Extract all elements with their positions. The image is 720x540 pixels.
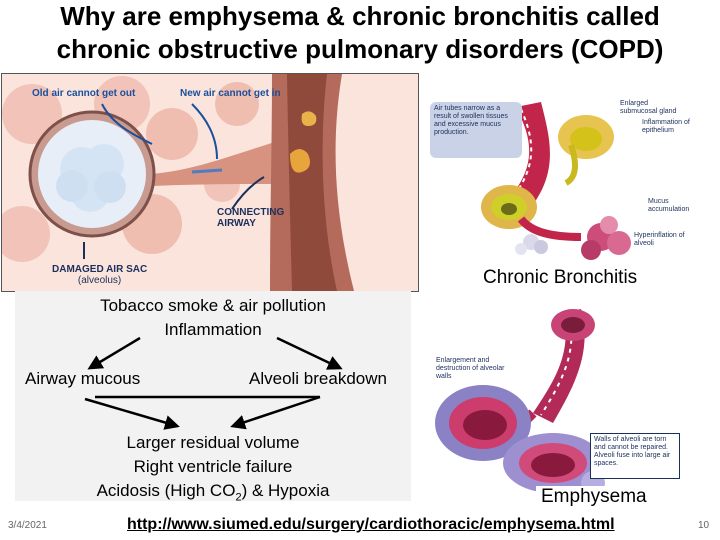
arrow-mucous-to-volume — [84, 397, 180, 430]
label-damaged-air-sac: DAMAGED AIR SAC (alveolus) — [52, 264, 147, 286]
diagram-inflammation: Inflammation — [164, 320, 262, 339]
title-line-2: chronic obstructive pulmonary disorders … — [56, 34, 664, 64]
title-line-1: Why are emphysema & chronic bronchitis c… — [60, 1, 660, 31]
slide-title: Why are emphysema & chronic bronchitis c… — [0, 0, 720, 66]
emphysema-illustration — [423, 303, 688, 503]
ann-submucosal-gland: Enlarged submucosal gland — [620, 100, 677, 115]
label-damaged: DAMAGED AIR SAC — [52, 264, 148, 275]
emphysema-note: Walls of alveoli are torn and cannot be … — [590, 433, 680, 479]
bronchitis-note: Air tubes narrow as a result of swollen … — [430, 102, 522, 158]
diagram-alveoli-breakdown: Alveoli breakdown — [249, 369, 387, 388]
bronchitis-caption: Chronic Bronchitis — [483, 267, 638, 288]
airway-illustration: Old air cannot get out New air cannot ge… — [1, 73, 419, 292]
label-connecting-1: CONNECTING — [217, 207, 285, 218]
diagram-cause: Tobacco smoke & air pollution — [100, 296, 326, 315]
cause-effect-diagram: Tobacco smoke & air pollution Inflammati… — [15, 291, 411, 503]
acidosis-pre: Acidosis (High CO — [96, 481, 236, 500]
diagram-residual-volume: Larger residual volume — [126, 433, 300, 452]
label-old-air: Old air cannot get out — [32, 88, 136, 99]
arrow-breakdown-to-volume — [230, 395, 321, 430]
page-number: 10 — [698, 520, 710, 531]
diagram-arrows — [84, 336, 343, 430]
arrow-to-mucous — [87, 336, 141, 370]
ann-mucus: Mucus accumulation — [648, 198, 690, 213]
acidosis-post: ) & Hypoxia — [241, 481, 330, 500]
emphysema-caption: Emphysema — [536, 486, 652, 508]
airway-drawing — [2, 74, 418, 291]
label-connecting-2: AIRWAY — [217, 218, 256, 229]
label-alveolus: (alveolus) — [77, 275, 122, 286]
bronchitis-drawing — [481, 102, 631, 260]
ann-hyperinflation: Hyperinflation of alveoli — [634, 232, 685, 247]
acidosis-sub: 2 — [235, 491, 242, 504]
source-link[interactable]: http://www.siumed.edu/surgery/cardiothor… — [127, 516, 615, 533]
footer-date: 3/4/2021 — [8, 520, 47, 531]
label-new-air: New air cannot get in — [180, 88, 281, 99]
ann-enlargement: Enlargement and destruction of alveolar … — [436, 357, 505, 380]
ann-inflammation: Inflammation of epithelium — [642, 119, 690, 134]
diagram-acidosis: Acidosis (High CO2) & Hypoxia — [15, 481, 411, 503]
diagram-ventricle-failure: Right ventricle failure — [133, 457, 293, 476]
bronchitis-illustration — [421, 97, 676, 262]
label-connecting-airway: CONNECTING AIRWAY — [217, 207, 284, 229]
diagram-airway-mucous: Airway mucous — [25, 369, 141, 388]
arrow-to-breakdown — [276, 336, 343, 370]
emphysema-drawing — [435, 309, 627, 495]
